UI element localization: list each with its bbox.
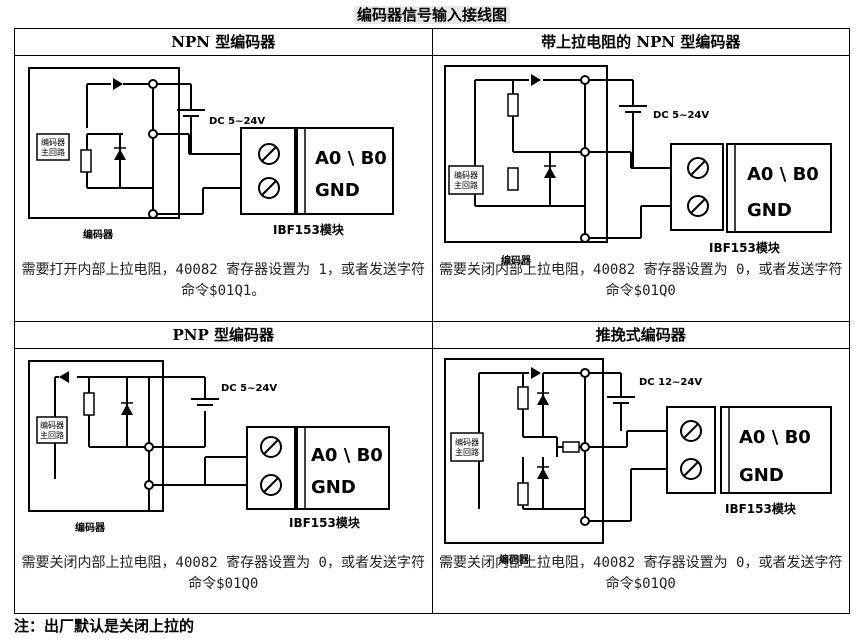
svg-text:主回路: 主回路 [455,447,479,457]
npn-wiring-diagram: 编码器 主回路 编码器 DC 5~24V [28,67,394,241]
pnp-wiring-diagram: 编码器 主回路 编码器 DC 5~24V [28,359,390,534]
svg-text:IBF153模块: IBF153模块 [273,222,345,237]
svg-text:IBF153模块: IBF153模块 [725,501,797,516]
panel-npn-pullup: 编码器 主回路 编码器 DC 5~24V [431,55,850,322]
svg-text:GND: GND [315,180,360,201]
caption-npn: 需要打开内部上拉电阻，40082 寄存器设置为 1，或者发送字符命令$01Q1。 [21,262,425,299]
svg-text:GND: GND [311,477,356,498]
header-push-pull: 推挽式编码器 [431,320,850,349]
header-npn: NPN 型编码器 [14,28,433,56]
svg-text:主回路: 主回路 [454,180,478,190]
svg-text:编码器: 编码器 [454,170,478,180]
svg-text:编码器: 编码器 [75,521,106,534]
svg-text:DC 5~24V: DC 5~24V [653,110,709,121]
svg-text:A0 \ B0: A0 \ B0 [315,148,387,169]
svg-text:IBF153模块: IBF153模块 [709,240,781,255]
svg-text:A0 \ B0: A0 \ B0 [747,164,819,185]
wiring-table: NPN 型编码器 带上拉电阻的 NPN 型编码器 [14,28,850,614]
svg-text:A0 \ B0: A0 \ B0 [311,445,383,466]
svg-text:编码器: 编码器 [501,254,532,267]
panel-pnp: 编码器 主回路 编码器 DC 5~24V [14,347,433,614]
panel-push-pull: 编码器 主回路 编码器 DC 12~24V [431,347,850,614]
svg-text:主回路: 主回路 [41,147,65,157]
footnote: 注：出厂默认是关闭上拉的 [14,617,195,635]
caption-npn-pullup: 需要关闭内部上拉电阻，40082 寄存器设置为 0，或者发送字符命令$01Q0 [439,262,843,299]
svg-text:主回路: 主回路 [40,430,64,440]
caption-push-pull: 需要关闭内部上拉电阻，40082 寄存器设置为 0，或者发送字符命令$01Q0 [439,554,843,592]
svg-text:GND: GND [739,465,784,486]
npn-pullup-wiring-diagram: 编码器 主回路 编码器 DC 5~24V [443,65,832,267]
svg-text:DC 12~24V: DC 12~24V [639,377,702,388]
svg-text:IBF153模块: IBF153模块 [289,515,361,530]
svg-text:编码器: 编码器 [499,553,530,566]
svg-text:编码器: 编码器 [455,437,479,447]
svg-text:DC 5~24V: DC 5~24V [221,383,277,394]
svg-text:编码器: 编码器 [83,228,114,241]
document-title: 编码器信号输入接线图 [0,4,864,26]
header-npn-pullup: 带上拉电阻的 NPN 型编码器 [431,28,850,56]
svg-text:A0 \ B0: A0 \ B0 [739,427,811,448]
push-pull-wiring-diagram: 编码器 主回路 编码器 DC 12~24V [443,357,832,566]
svg-text:GND: GND [747,200,792,221]
caption-pnp: 需要关闭内部上拉电阻，40082 寄存器设置为 0，或者发送字符命令$01Q0 [21,554,425,592]
svg-text:DC 5~24V: DC 5~24V [209,116,265,127]
svg-text:编码器: 编码器 [41,137,65,147]
svg-text:编码器: 编码器 [40,420,64,430]
panel-npn: 编码器 主回路 编码器 DC 5~24V [14,55,433,322]
header-pnp: PNP 型编码器 [14,320,433,349]
